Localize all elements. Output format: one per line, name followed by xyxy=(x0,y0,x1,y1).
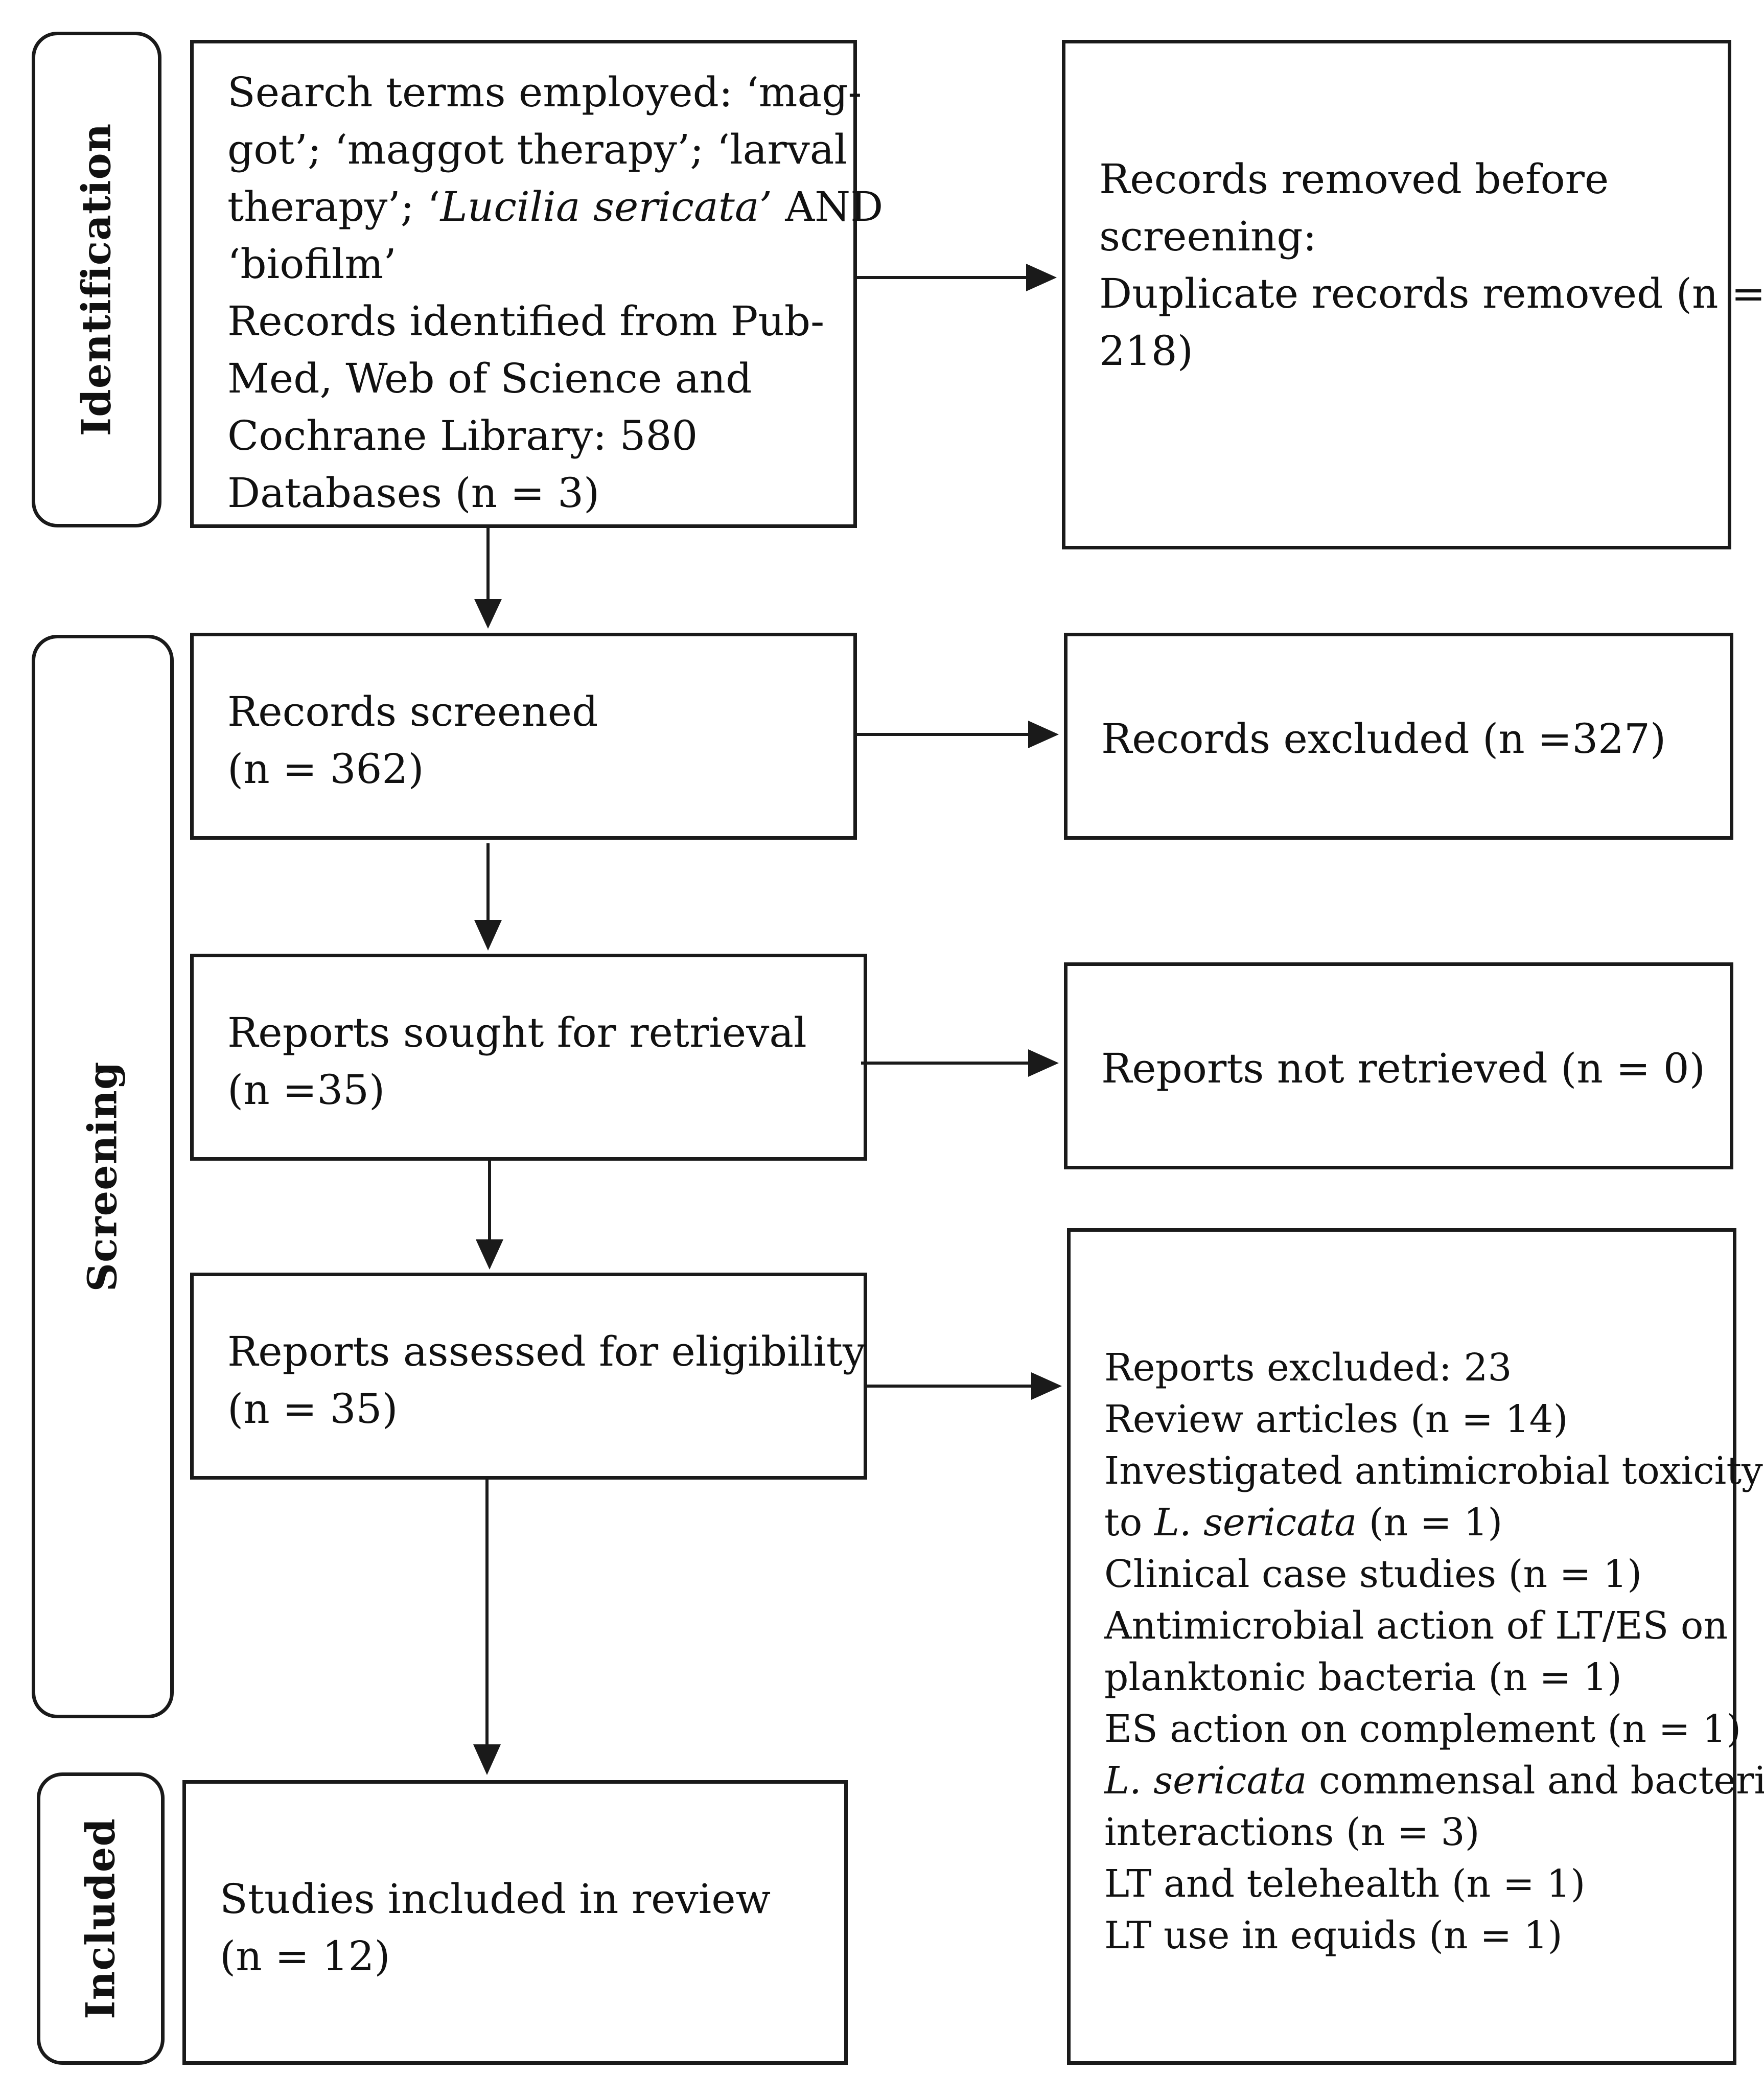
removed-line: 218) xyxy=(1099,327,1193,375)
removed-line: Duplicate records removed (n = xyxy=(1099,270,1764,317)
reports-excluded-box: Reports excluded: 23 Review articles (n … xyxy=(1067,1228,1764,2065)
reports-excluded-line: planktonic bacteria (n = 1) xyxy=(1104,1655,1622,1699)
identification-line: Databases (n = 3) xyxy=(227,469,600,517)
arrow-to-removed-head xyxy=(1026,264,1057,291)
identification-box: Search terms employed: ‘mag- got’; ‘magg… xyxy=(190,40,883,528)
arrow-down-3-head xyxy=(476,1239,503,1270)
identification-line: Cochrane Library: 580 xyxy=(227,412,698,459)
sought-label: Reports sought for retrieval xyxy=(227,1009,807,1056)
reports-excluded-line: Antimicrobial action of LT/ES on xyxy=(1104,1604,1728,1648)
arrow-down-4-head xyxy=(473,1744,501,1775)
arrow-to-reports-excluded-head xyxy=(1031,1372,1062,1400)
reports-sought-box: Reports sought for retrieval (n =35) xyxy=(190,954,867,1161)
excluded-label: Records excluded (n =327) xyxy=(1101,715,1666,763)
identification-line: Search terms employed: ‘mag- xyxy=(227,68,862,116)
included-count: (n = 12) xyxy=(220,1932,390,1980)
reports-excluded-line: LT and telehealth (n = 1) xyxy=(1104,1862,1586,1906)
screened-label: Records screened xyxy=(227,688,598,735)
identification-line: therapy’; ‘Lucilia sericata’ AND xyxy=(227,183,884,231)
reports-excluded-line: ES action on complement (n = 1) xyxy=(1104,1707,1742,1751)
records-removed-box: Records removed before screening: Duplic… xyxy=(1062,40,1764,549)
reports-excluded-line: to L. sericata (n = 1) xyxy=(1104,1501,1503,1545)
studies-included-box: Studies included in review (n = 12) xyxy=(182,1780,848,2065)
stage-identification: Identification xyxy=(32,32,161,527)
removed-line: screening: xyxy=(1099,213,1317,260)
reports-excluded-line: LT use in equids (n = 1) xyxy=(1104,1914,1563,1957)
arrow-down-2-head xyxy=(474,920,502,951)
reports-not-retrieved-box: Reports not retrieved (n = 0) xyxy=(1064,962,1733,1169)
eligibility-label: Reports assessed for eligibility xyxy=(227,1328,866,1375)
included-label: Studies included in review xyxy=(220,1875,771,1923)
records-screened-box: Records screened (n = 362) xyxy=(190,633,857,840)
reports-excluded-line: Investigated antimicrobial toxicity xyxy=(1104,1449,1763,1493)
not-retrieved-label: Reports not retrieved (n = 0) xyxy=(1101,1045,1705,1092)
reports-excluded-line: Clinical case studies (n = 1) xyxy=(1104,1552,1642,1596)
identification-line: Records identified from Pub- xyxy=(227,297,825,345)
arrow-to-excluded-head xyxy=(1028,721,1059,748)
sought-count: (n =35) xyxy=(227,1066,385,1114)
arrow-down-1-head xyxy=(474,599,502,629)
identification-line: got’; ‘maggot therapy’; ‘larval xyxy=(227,126,848,173)
reports-excluded-line: Reports excluded: 23 xyxy=(1104,1346,1512,1390)
arrow-to-not-retrieved-head xyxy=(1028,1049,1059,1077)
screened-count: (n = 362) xyxy=(227,745,424,793)
stage-screening: Screening xyxy=(32,635,174,1718)
removed-line: Records removed before xyxy=(1099,155,1609,203)
identification-line: ‘biofilm’ xyxy=(227,240,397,288)
reports-excluded-line: L. sericata commensal and bacterial xyxy=(1104,1759,1764,1803)
eligibility-count: (n = 35) xyxy=(227,1385,398,1433)
reports-excluded-line: Review articles (n = 14) xyxy=(1104,1397,1568,1441)
reports-excluded-line: interactions (n = 3) xyxy=(1104,1810,1480,1854)
records-excluded-box: Records excluded (n =327) xyxy=(1064,633,1733,840)
eligibility-box: Reports assessed for eligibility (n = 35… xyxy=(190,1273,867,1480)
stage-included: Included xyxy=(37,1772,165,2065)
identification-line: Med, Web of Science and xyxy=(227,355,752,402)
